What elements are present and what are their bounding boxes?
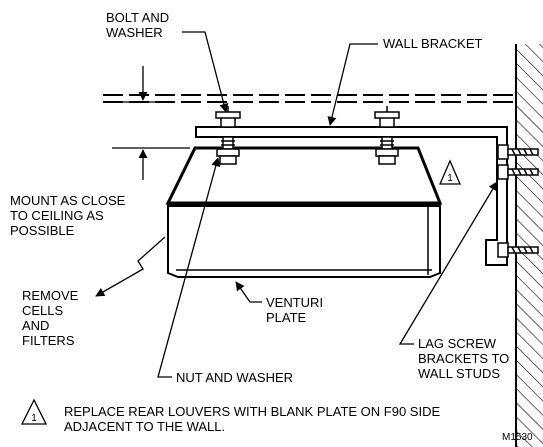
note-number: 1 [31, 413, 37, 424]
label-remove-cells: REMOVE CELLS AND FILTERS [22, 288, 79, 348]
figure-id: M1530 [502, 432, 533, 443]
leader-lines [95, 31, 498, 378]
note-text: REPLACE REAR LOUVERS WITH BLANK PLATE ON… [64, 404, 441, 434]
label-bolt-washer: BOLT AND WASHER [106, 10, 170, 40]
label-nut-washer: NUT AND WASHER [176, 370, 294, 385]
clearance-dimension [112, 66, 190, 180]
label-lag-screw: LAG SCREW BRACKETS TO WALL STUDS [418, 336, 510, 381]
label-venturi-plate: VENTURI PLATE [266, 295, 324, 325]
label-mount-close: MOUNT AS CLOSE TO CEILING AS POSSIBLE [10, 193, 126, 238]
callout-triangle: 1 [439, 159, 461, 185]
lag-screws [497, 144, 539, 258]
ceiling-line [103, 94, 516, 103]
bolt-right [374, 106, 400, 165]
bolt-left [215, 106, 241, 165]
air-cleaner-unit [165, 146, 443, 278]
callout-number: 1 [447, 173, 453, 184]
label-wall-bracket: WALL BRACKET [383, 36, 483, 51]
wall [515, 44, 543, 447]
note-triangle: 1 [20, 398, 48, 425]
